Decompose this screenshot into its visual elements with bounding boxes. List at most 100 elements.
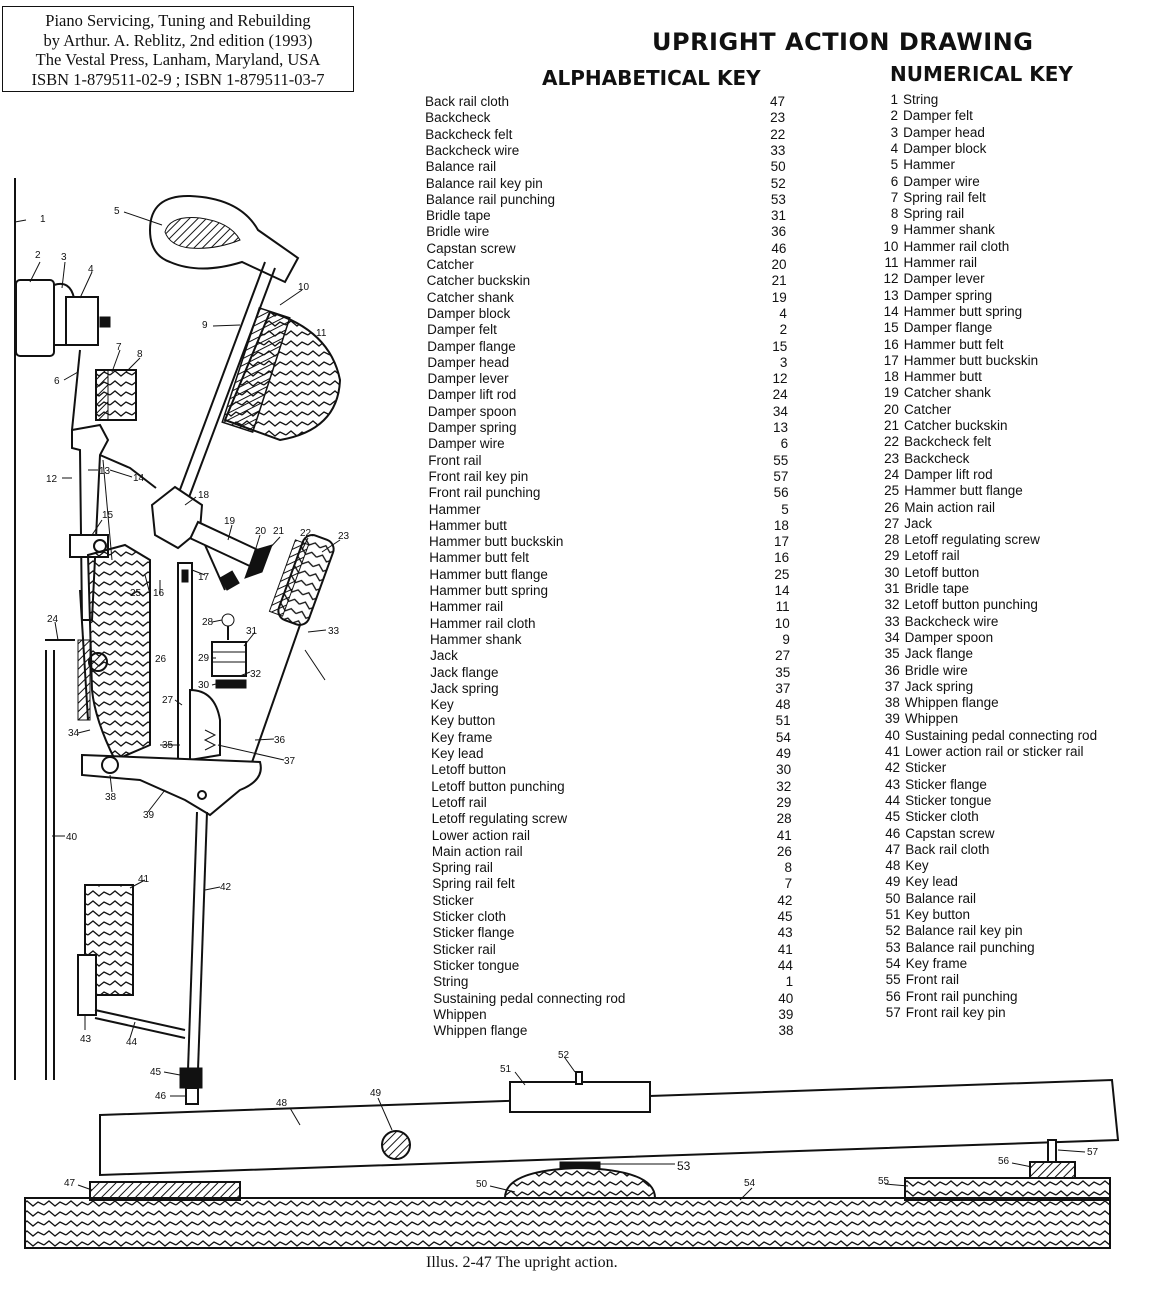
part-name: Damper lift rod [427, 387, 517, 403]
part-name: Hammer [903, 157, 955, 173]
part-number: 35 [775, 664, 791, 680]
part-number: 16 [883, 336, 899, 352]
part-number: 18 [883, 369, 899, 385]
part-name: Bridle tape [904, 581, 970, 596]
part-name: Front rail punching [905, 988, 1018, 1004]
part-number: 42 [885, 760, 901, 776]
sticker-assembly [77, 811, 208, 1105]
citation-line: Piano Servicing, Tuning and Rebuilding [45, 11, 311, 30]
diagram-label-52: 52 [558, 1050, 570, 1061]
citation-line: by Arthur. A. Reblitz, 2nd edition (1993… [43, 30, 313, 50]
diagram-label-39: 39 [143, 810, 155, 821]
numerical-key-row: 31 Bridle tape [880, 581, 970, 597]
part-name: Hammer rail cloth [429, 615, 536, 631]
part-name: Backcheck felt [904, 434, 992, 450]
diagram-label-56: 56 [998, 1156, 1010, 1167]
part-name: Lower action rail or sticker rail [905, 744, 1084, 759]
part-name: Sustaining pedal connecting rod [904, 727, 1098, 743]
diagram-label-6: 6 [54, 376, 60, 387]
part-name: Damper flange [427, 338, 516, 354]
diagram-label-21: 21 [273, 526, 285, 537]
part-name: Key button [905, 907, 971, 922]
part-number: 21 [771, 273, 787, 289]
diagram-label-47: 47 [64, 1178, 76, 1189]
part-name: Spring rail felt [903, 189, 986, 205]
part-number: 24 [772, 387, 788, 403]
citation-line: The Vestal Press, Lanham, Maryland, USA [35, 50, 321, 69]
part-number: 51 [775, 713, 791, 729]
part-name: Damper wire [428, 436, 505, 452]
part-name: Hammer [428, 501, 481, 517]
part-number: 2 [779, 322, 788, 338]
diagram-label-44: 44 [126, 1037, 138, 1048]
part-number: 31 [884, 581, 900, 596]
part-name: Jack spring [430, 680, 499, 696]
part-number: 10 [883, 238, 899, 254]
part-number: 43 [777, 925, 793, 941]
part-name: Whippen flange [433, 1023, 528, 1039]
part-name: Key [430, 697, 454, 713]
diagram-label-34: 34 [68, 728, 80, 739]
part-number: 46 [885, 825, 901, 841]
diagram-label-5: 5 [114, 206, 120, 217]
part-number: 20 [771, 257, 787, 272]
diagram-label-54: 54 [744, 1178, 756, 1189]
part-number: 27 [775, 648, 791, 664]
part-name: Key frame [905, 955, 968, 971]
part-name: String [903, 92, 939, 107]
part-number: 26 [884, 499, 900, 515]
part-number: 28 [776, 811, 792, 827]
diagram-label-42: 42 [220, 882, 232, 893]
diagram-label-17: 17 [198, 572, 210, 583]
part-number: 50 [885, 890, 901, 906]
part-name: Damper wire [903, 173, 980, 189]
part-number: 1 [785, 974, 794, 990]
citation-box: Piano Servicing, Tuning and Rebuilding b… [2, 6, 354, 92]
diagram-label-33: 33 [328, 626, 340, 637]
part-number: 35 [884, 646, 900, 662]
part-number: 39 [778, 1006, 794, 1022]
part-name: Front rail [905, 972, 959, 988]
part-number: 22 [884, 434, 900, 450]
diagram-label-11: 11 [316, 328, 327, 339]
part-number: 44 [885, 792, 901, 808]
diagram-label-10: 10 [298, 282, 310, 293]
part-name: Key lead [431, 746, 484, 761]
part-name: Jack spring [904, 678, 974, 694]
part-name: Front rail key pin [428, 468, 529, 484]
part-number: 41 [884, 744, 900, 759]
part-name: Hammer butt [428, 517, 507, 533]
part-number: 51 [885, 907, 901, 922]
part-number: 4 [779, 305, 787, 321]
part-name: Hammer butt buckskin [903, 352, 1039, 368]
